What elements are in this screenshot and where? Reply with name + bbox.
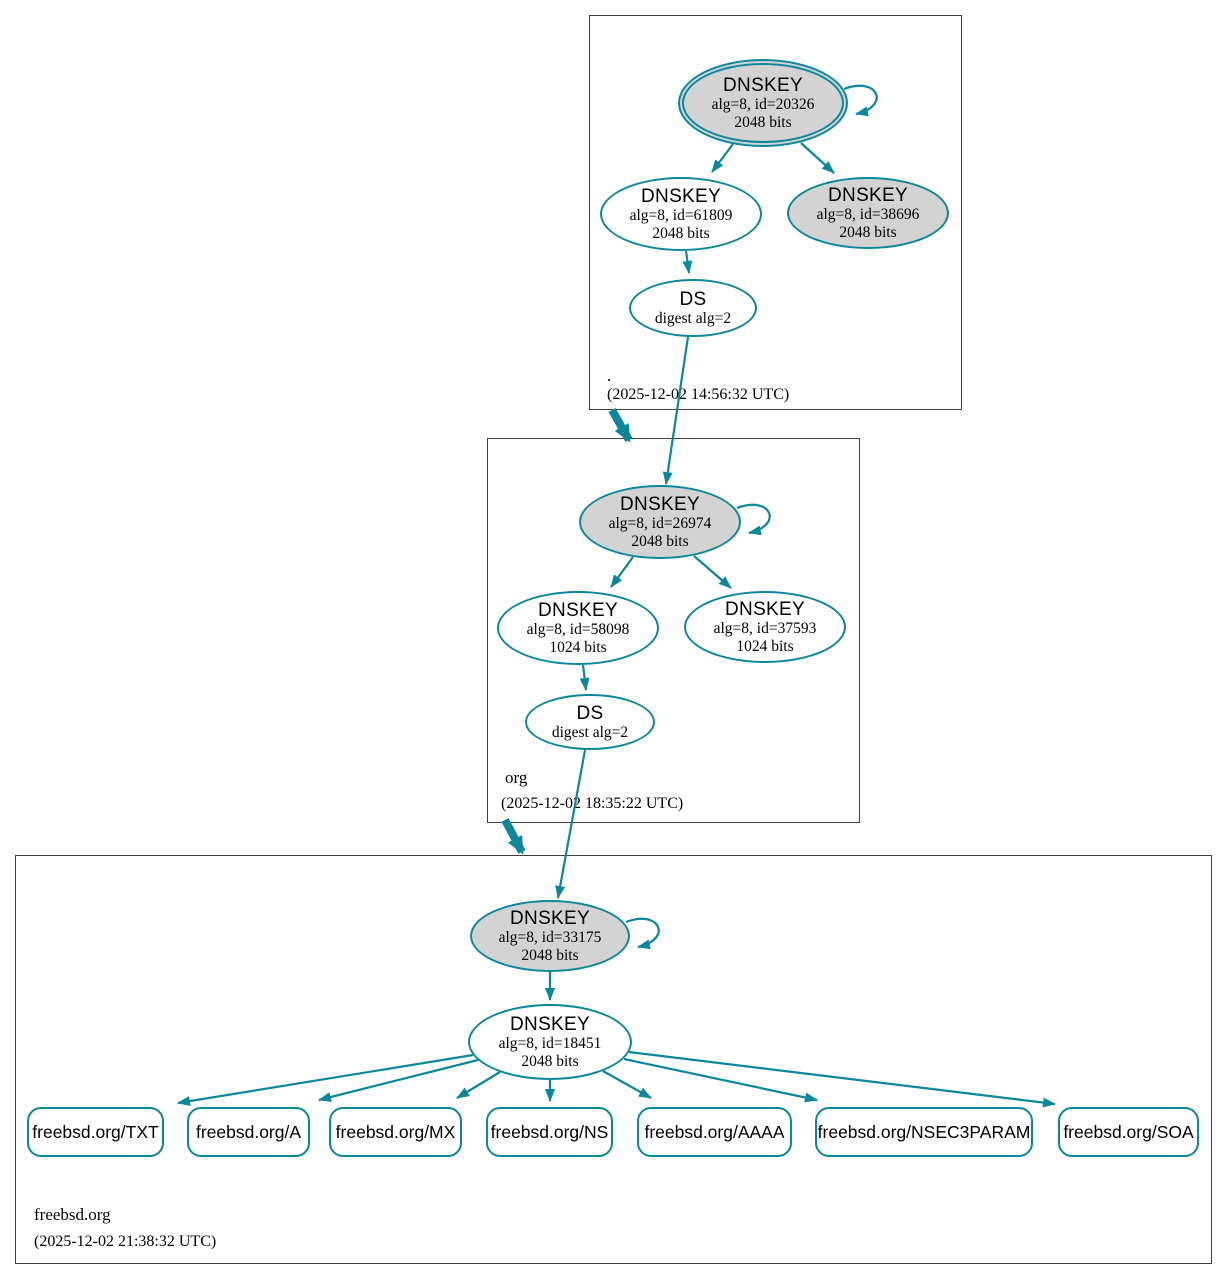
ds-digest: digest alg=2	[551, 723, 629, 741]
dnskey-bits: 1024 bits	[549, 638, 607, 656]
zone-box-org: org (2025-12-02 18:35:22 UTC)	[487, 438, 860, 823]
zone-label-root: .	[607, 366, 612, 385]
root-ds-node[interactable]: DS digest alg=2	[629, 279, 757, 337]
root-key2-dnskey-node[interactable]: DNSKEY alg=8, id=38696 2048 bits	[787, 177, 949, 249]
dnskey-title: DNSKEY	[510, 907, 590, 929]
ds-title: DS	[679, 288, 707, 310]
rrset-label: freebsd.org/NS	[490, 1121, 609, 1142]
rrset-label: freebsd.org/A	[195, 1121, 302, 1142]
zone-box-freebsd: freebsd.org (2025-12-02 21:38:32 UTC)	[15, 855, 1212, 1264]
dnskey-bits: 2048 bits	[631, 532, 689, 550]
root-zsk-dnskey-node[interactable]: DNSKEY alg=8, id=61809 2048 bits	[600, 177, 762, 251]
dnskey-title: DNSKEY	[828, 184, 908, 206]
rrset-freebsd-mx[interactable]: freebsd.org/MX	[329, 1107, 462, 1157]
dnskey-alg-id: alg=8, id=58098	[526, 620, 630, 638]
dnskey-title: DNSKEY	[510, 1013, 590, 1035]
dnskey-alg-id: alg=8, id=37593	[713, 619, 817, 637]
dnskey-title: DNSKEY	[641, 185, 721, 207]
dnskey-bits: 2048 bits	[652, 224, 710, 242]
freebsd-ksk-dnskey-node[interactable]: DNSKEY alg=8, id=33175 2048 bits	[470, 900, 630, 972]
ds-digest: digest alg=2	[654, 309, 732, 327]
rrset-label: freebsd.org/NSEC3PARAM	[817, 1121, 1031, 1142]
ds-title: DS	[576, 702, 604, 724]
dnskey-bits: 2048 bits	[839, 223, 897, 241]
org-zsk-dnskey-node[interactable]: DNSKEY alg=8, id=58098 1024 bits	[497, 591, 659, 665]
dnskey-bits: 1024 bits	[736, 637, 794, 655]
org-key2-dnskey-node[interactable]: DNSKEY alg=8, id=37593 1024 bits	[684, 591, 846, 663]
dnskey-bits: 2048 bits	[521, 946, 579, 964]
dnskey-alg-id: alg=8, id=61809	[629, 206, 733, 224]
dnskey-alg-id: alg=8, id=38696	[816, 205, 920, 223]
zone-label-freebsd: freebsd.org	[34, 1205, 111, 1224]
dnskey-title: DNSKEY	[538, 599, 618, 621]
root-to-org-delegation-arrow	[608, 408, 633, 443]
dnskey-bits: 2048 bits	[521, 1052, 579, 1070]
dnskey-alg-id: alg=8, id=18451	[498, 1034, 602, 1052]
zone-timestamp-root: (2025-12-02 14:56:32 UTC)	[607, 386, 790, 403]
rrset-freebsd-soa[interactable]: freebsd.org/SOA	[1058, 1107, 1199, 1157]
org-ds-node[interactable]: DS digest alg=2	[525, 694, 655, 750]
rrset-freebsd-a[interactable]: freebsd.org/A	[187, 1107, 310, 1157]
rrset-label: freebsd.org/SOA	[1063, 1121, 1194, 1142]
dnskey-alg-id: alg=8, id=20326	[711, 95, 815, 113]
rrset-freebsd-txt[interactable]: freebsd.org/TXT	[27, 1107, 164, 1157]
dnskey-title: DNSKEY	[620, 493, 700, 515]
rrset-freebsd-ns[interactable]: freebsd.org/NS	[486, 1107, 613, 1157]
rrset-freebsd-aaaa[interactable]: freebsd.org/AAAA	[637, 1107, 792, 1157]
dnskey-title: DNSKEY	[723, 74, 803, 96]
rrset-freebsd-nsec3param[interactable]: freebsd.org/NSEC3PARAM	[815, 1107, 1033, 1157]
dnskey-alg-id: alg=8, id=33175	[498, 928, 602, 946]
zone-timestamp-freebsd: (2025-12-02 21:38:32 UTC)	[34, 1233, 217, 1250]
zone-timestamp-org: (2025-12-02 18:35:22 UTC)	[501, 795, 684, 812]
dnskey-alg-id: alg=8, id=26974	[608, 514, 712, 532]
dnskey-title: DNSKEY	[725, 598, 805, 620]
freebsd-zsk-dnskey-node[interactable]: DNSKEY alg=8, id=18451 2048 bits	[468, 1004, 632, 1080]
zone-box-root: . (2025-12-02 14:56:32 UTC)	[589, 15, 962, 410]
dnskey-bits: 2048 bits	[734, 113, 792, 131]
org-ksk-dnskey-node[interactable]: DNSKEY alg=8, id=26974 2048 bits	[579, 485, 741, 559]
zone-label-org: org	[505, 768, 528, 787]
rrset-label: freebsd.org/TXT	[32, 1121, 159, 1142]
rrset-label: freebsd.org/MX	[335, 1121, 456, 1142]
rrset-label: freebsd.org/AAAA	[644, 1121, 785, 1142]
root-ksk-dnskey-node[interactable]: DNSKEY alg=8, id=20326 2048 bits	[678, 59, 848, 147]
org-to-freebsd-delegation-arrow	[501, 818, 526, 855]
